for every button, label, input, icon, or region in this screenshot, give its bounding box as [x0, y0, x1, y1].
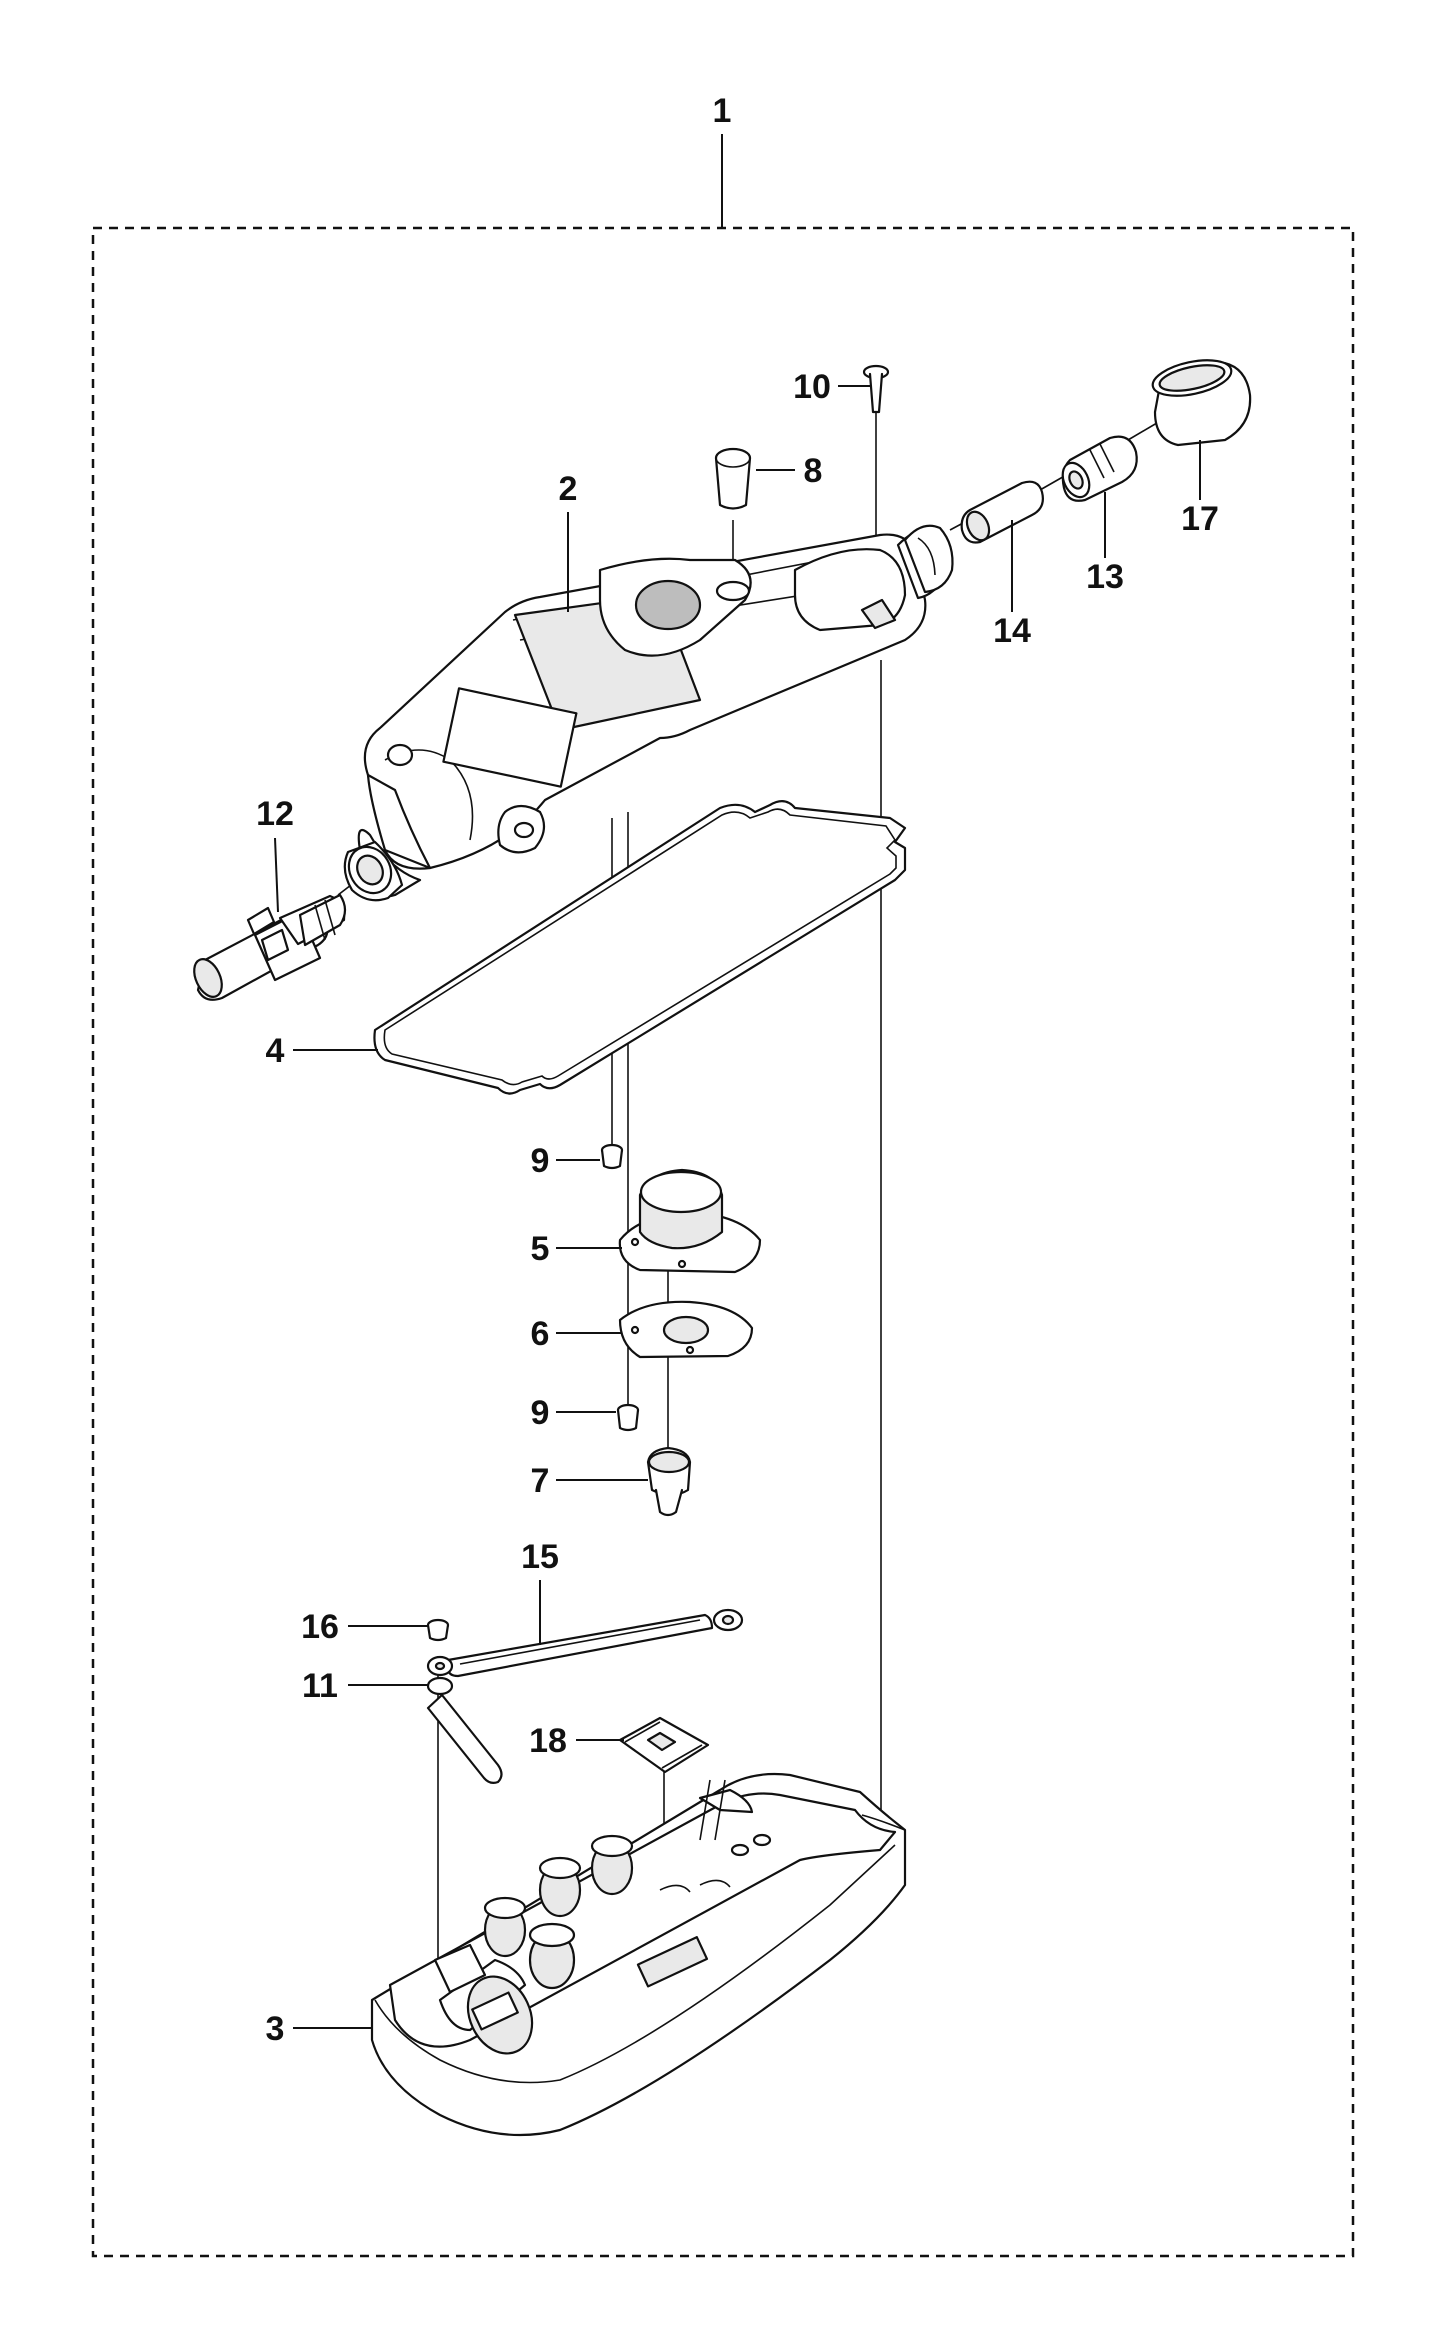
screw-part-16 [426, 1618, 450, 1642]
callout-8: 8 [804, 452, 823, 490]
ground-lead-part-11 [426, 1676, 503, 1784]
callout-6: 6 [531, 1315, 550, 1353]
callout-11: 11 [302, 1667, 338, 1705]
leader-12 [274, 837, 279, 913]
callout-2: 2 [559, 470, 578, 508]
screw-part-9-lower [616, 1403, 640, 1432]
callout-3: 3 [266, 2010, 285, 2048]
callout-9a: 9 [531, 1142, 550, 1180]
gasket-part-4 [373, 800, 907, 1095]
ring-part-17 [1151, 359, 1252, 447]
callout-1: 1 [713, 92, 732, 130]
cap-part-8 [714, 447, 752, 510]
callout-14: 14 [993, 612, 1031, 650]
cable-part-15 [426, 1608, 744, 1678]
sleeve-part-14 [960, 480, 1044, 544]
callout-7: 7 [531, 1462, 550, 1500]
flange-part-5 [618, 1168, 762, 1274]
callout-13: 13 [1086, 558, 1124, 596]
screw-part-10 [862, 364, 890, 414]
callout-5: 5 [531, 1230, 550, 1268]
callout-4: 4 [266, 1032, 285, 1070]
lower-housing-part-3 [370, 1772, 907, 2137]
callout-10: 10 [793, 368, 831, 406]
button-part-7 [646, 1446, 692, 1517]
callout-16: 16 [301, 1608, 339, 1646]
cable-tie-mount-part-18 [618, 1716, 710, 1774]
callout-17: 17 [1181, 500, 1219, 538]
callout-18: 18 [529, 1722, 567, 1760]
seal-plate-part-6 [618, 1300, 754, 1359]
screw-part-9-upper [600, 1143, 624, 1170]
callout-12: 12 [256, 795, 294, 833]
callout-9b: 9 [531, 1394, 550, 1432]
cable-gland-part-13 [1061, 435, 1138, 502]
upper-housing-part-2 [343, 524, 954, 902]
hose-clamp-part-12 [193, 893, 347, 1001]
callout-15: 15 [521, 1538, 559, 1576]
